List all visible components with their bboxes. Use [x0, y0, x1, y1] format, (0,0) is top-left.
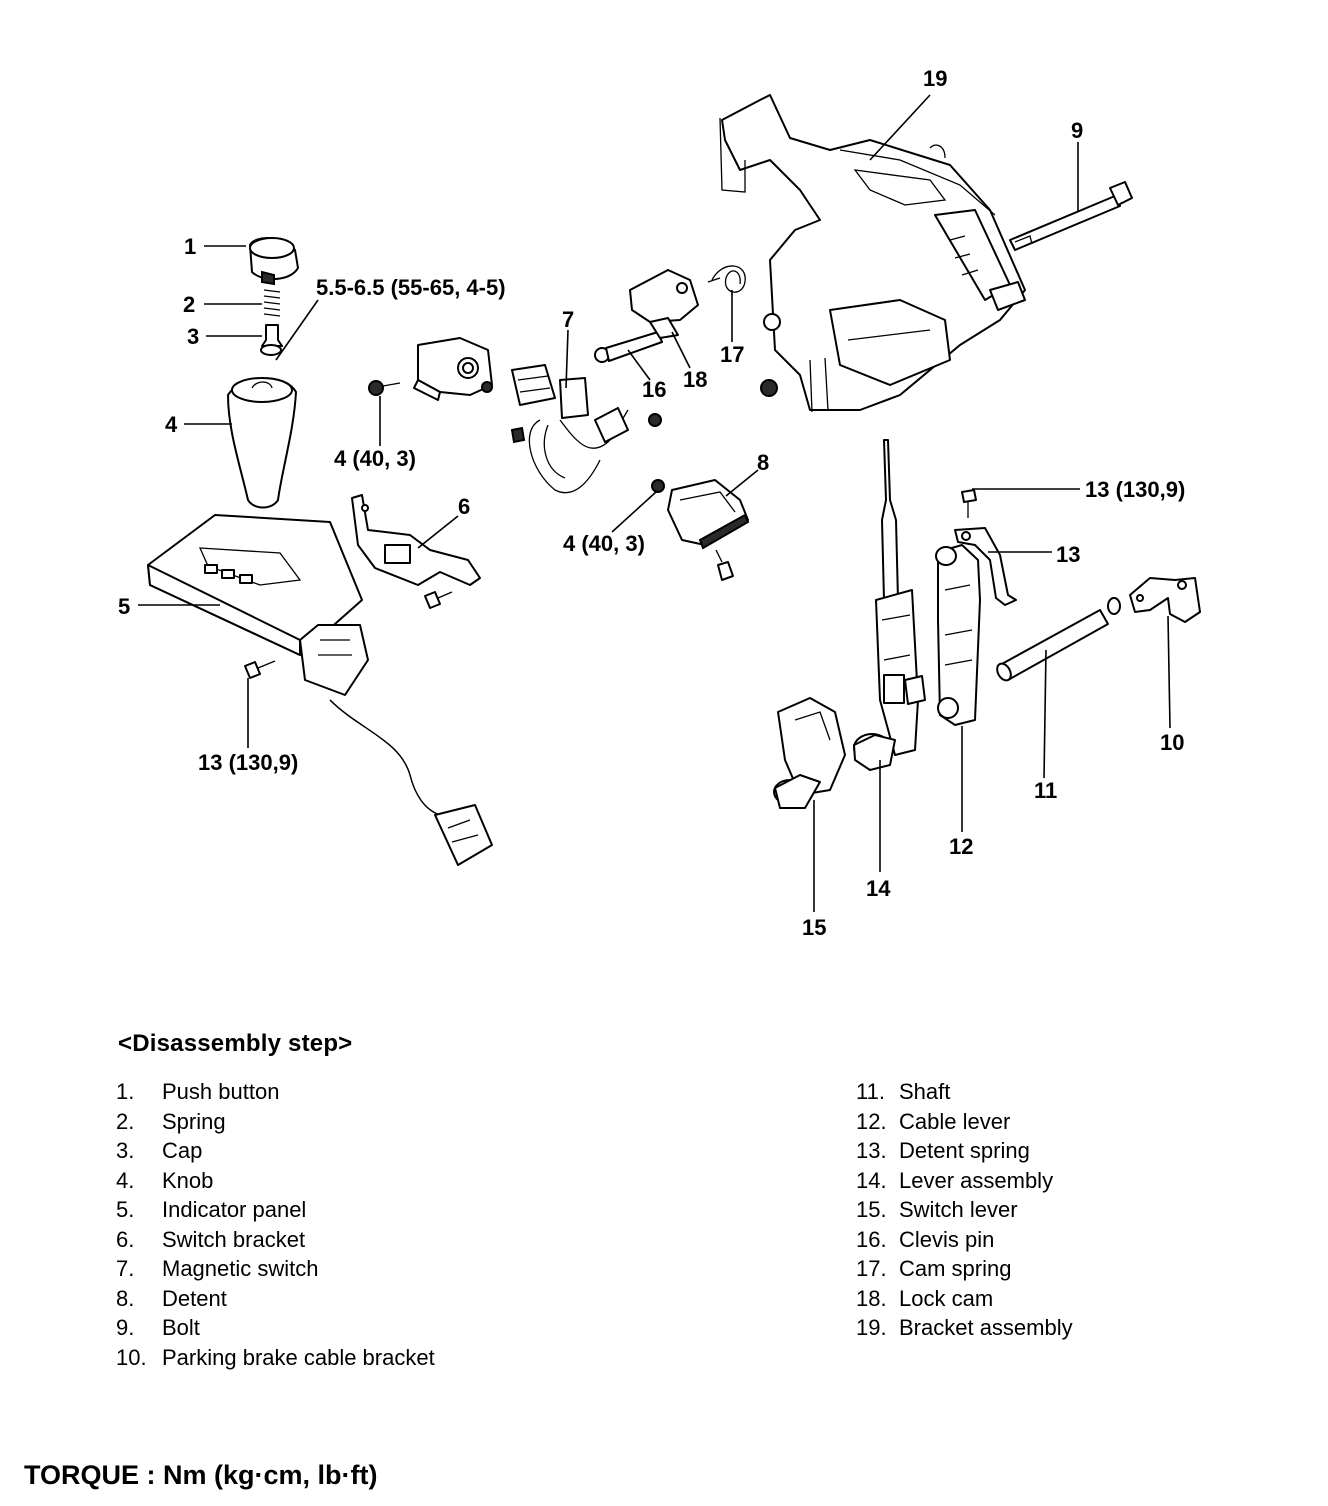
disassembly-step-title: <Disassembly step>	[118, 1030, 353, 1057]
callout-9: 9	[1071, 118, 1083, 143]
cable-lever-part	[935, 544, 981, 726]
callout-cap-torque: 5.5-6.5 (55-65, 4-5)	[316, 275, 506, 300]
callout-8: 8	[757, 450, 769, 475]
callout-2: 2	[183, 292, 195, 317]
push-button-part	[249, 237, 299, 286]
nut-4-left	[368, 380, 401, 396]
step-item: 7.Magnetic switch	[116, 1256, 319, 1281]
step-item: 1.Push button	[116, 1079, 280, 1104]
knob-part	[227, 377, 297, 509]
steps-left-column: 1.Push button 2.Spring 3.Cap 4.Knob 5.In…	[116, 1077, 435, 1372]
steps-right-column: 11.Shaft 12.Cable lever 13.Detent spring…	[856, 1077, 1073, 1343]
switch-lever-part	[773, 697, 846, 809]
clevis-pin-part	[594, 331, 663, 363]
callout-16: 16	[642, 377, 666, 402]
screw-8	[715, 549, 734, 581]
bolt-part	[1009, 181, 1133, 251]
step-item: 19.Bracket assembly	[856, 1315, 1073, 1340]
parking-brake-bracket-part	[1129, 577, 1201, 623]
callout-3: 3	[187, 324, 199, 349]
step-item: 11.Shaft	[856, 1079, 951, 1104]
step-item: 12.Cable lever	[856, 1108, 1011, 1134]
switch-housing-part	[413, 337, 493, 401]
switch-bracket-part	[351, 494, 481, 586]
shaft-part	[996, 597, 1121, 682]
lock-cam-part	[629, 269, 699, 339]
detent-part	[651, 479, 750, 550]
callout-15: 15	[802, 915, 826, 940]
torque-note: TORQUE : Nm (kg·cm, lb·ft)	[24, 1460, 378, 1490]
leader-lines	[138, 94, 1171, 912]
step-item: 8.Detent	[116, 1285, 227, 1311]
detent-spring-part	[954, 527, 1017, 606]
callout-4-torque-left: 4 (40, 3)	[334, 446, 416, 471]
step-item: 18.Lock cam	[856, 1285, 994, 1311]
callout-4-torque-right: 4 (40, 3)	[563, 531, 645, 556]
callout-18: 18	[683, 367, 707, 392]
spring-part	[263, 289, 281, 317]
callout-13-torque-left: 13 (130,9)	[198, 750, 298, 775]
screw-13-left	[244, 660, 276, 679]
callout-6: 6	[458, 494, 470, 519]
step-item: 6.Switch bracket	[116, 1226, 306, 1252]
step-item: 5.Indicator panel	[116, 1197, 307, 1222]
callout-5: 5	[118, 594, 130, 619]
indicator-panel-part	[147, 514, 493, 866]
cam-spring-part	[707, 265, 746, 293]
step-item: 17.Cam spring	[856, 1256, 1012, 1281]
screw-13-right	[961, 489, 977, 518]
cap-part	[260, 324, 283, 356]
callout-17: 17	[720, 342, 744, 367]
callout-13: 13	[1056, 542, 1080, 567]
callout-4: 4	[165, 412, 178, 437]
step-item: 13.Detent spring	[856, 1138, 1030, 1163]
step-item: 2.Spring	[116, 1108, 226, 1134]
step-item: 15.Switch lever	[856, 1197, 1018, 1222]
callout-13-torque-right: 13 (130,9)	[1085, 477, 1185, 502]
callout-1: 1	[184, 234, 196, 259]
callout-12: 12	[949, 834, 973, 859]
callout-14: 14	[866, 876, 891, 901]
callout-10: 10	[1160, 730, 1184, 755]
callout-19: 19	[923, 66, 947, 91]
callout-7: 7	[562, 307, 574, 332]
screw-6	[424, 591, 453, 609]
callout-11: 11	[1034, 778, 1057, 803]
step-item: 14.Lever assembly	[856, 1167, 1054, 1193]
magnetic-switch-part	[510, 364, 662, 494]
lever-assembly-part	[853, 439, 926, 771]
step-item: 9.Bolt	[116, 1315, 200, 1340]
exploded-view-diagram: 1 2 3 4 5.5-6.5 (55-65, 4-5) 5 13 (130,9…	[118, 66, 1201, 940]
step-item: 16.Clevis pin	[856, 1226, 995, 1252]
bracket-assembly-part	[719, 94, 1026, 413]
step-item: 3.Cap	[116, 1138, 203, 1163]
step-item: 4.Knob	[116, 1167, 214, 1193]
step-item: 10.Parking brake cable bracket	[116, 1344, 435, 1370]
